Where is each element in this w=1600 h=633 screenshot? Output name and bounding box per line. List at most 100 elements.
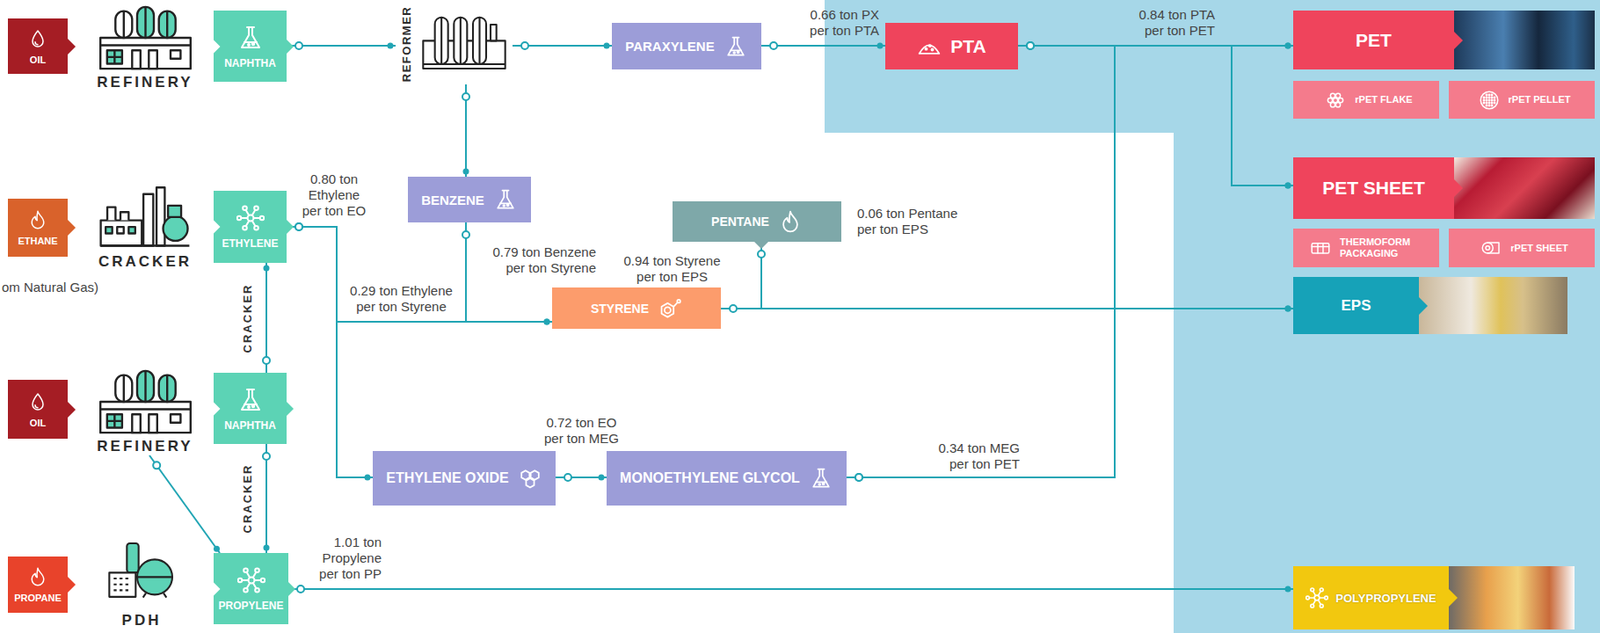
graphic-part — [170, 50, 181, 59]
graphic-part — [818, 483, 821, 486]
start-dot — [262, 452, 270, 460]
variant-box: THERMOFORM PACKAGING — [1293, 228, 1440, 268]
product-label-band: PET — [1293, 10, 1455, 70]
graphic-part — [521, 470, 539, 488]
graphic-part — [1310, 603, 1315, 608]
white-icon — [517, 465, 543, 491]
graphic-part — [1324, 89, 1346, 111]
graphic-part — [35, 41, 38, 44]
flow-connector — [846, 43, 1294, 482]
node-label: rPET SHEET — [1510, 242, 1568, 255]
flow-line — [761, 44, 886, 47]
product-label-band: PET SHEET — [1293, 157, 1455, 219]
white-icon — [27, 28, 49, 50]
flow-label: 0.94 ton Styrene per ton EPS — [617, 253, 728, 285]
graphic-part — [243, 588, 248, 593]
graphic-part — [530, 470, 539, 480]
plant-illustration — [97, 530, 186, 610]
flow-label: 0.34 ton MEG per ton PET — [927, 440, 1020, 473]
graphic-part — [259, 216, 264, 221]
graphic-part — [1336, 93, 1341, 98]
start-dot — [770, 42, 778, 50]
white-icon — [808, 465, 834, 491]
graphic-part — [664, 306, 671, 313]
plant-illustration — [94, 4, 197, 72]
end-dot — [544, 319, 551, 326]
graphic-part — [126, 543, 139, 573]
white-icon — [1305, 586, 1329, 610]
graphic-part — [1488, 94, 1490, 95]
graphic-part — [517, 465, 543, 491]
box-pointer — [67, 38, 76, 55]
node-label: PET SHEET — [1322, 177, 1426, 199]
white-icon — [236, 23, 265, 52]
graphic-part — [676, 298, 681, 303]
node-label: rPET FLAKE — [1354, 94, 1412, 106]
graphic-part — [1490, 96, 1492, 98]
graphic-part — [236, 205, 264, 230]
joint-diamond — [205, 38, 221, 54]
graphic-part — [247, 43, 250, 46]
graphic-part — [502, 204, 505, 207]
end-dot — [263, 545, 270, 552]
graphic-part — [1493, 99, 1495, 101]
graphic-part — [254, 588, 260, 593]
graphic-part — [916, 34, 942, 59]
graphic-part — [27, 391, 49, 413]
feedstock-tag: OIL — [7, 379, 68, 439]
plant-illustration — [94, 368, 197, 436]
graphic-part — [237, 577, 242, 582]
graphic-part — [246, 582, 250, 589]
graphic-part — [1483, 101, 1484, 103]
end-dot — [387, 43, 394, 50]
box-pointer — [1454, 179, 1463, 197]
flow-connector — [462, 84, 470, 177]
flow-connector — [1018, 42, 1294, 190]
graphic-part — [1311, 243, 1330, 254]
flow-label: 1.01 ton Propylene per ton PP — [311, 534, 382, 582]
graphic-part — [243, 567, 248, 573]
graphic-part — [106, 50, 122, 64]
intermediate-box: PARAXYLENE — [611, 22, 762, 70]
graphic-part — [1313, 591, 1317, 597]
graphic-part — [1485, 104, 1487, 106]
box-pointer — [286, 401, 294, 416]
graphic-part — [1490, 94, 1492, 95]
end-dot — [1285, 43, 1292, 50]
graphic-part — [31, 210, 44, 229]
intermediate-box: BENZENE — [407, 176, 531, 223]
graphic-part — [105, 226, 112, 233]
graphic-part — [107, 207, 129, 221]
graphic-part — [101, 187, 190, 246]
graphic-part — [1488, 101, 1490, 103]
graphic-part — [94, 4, 197, 72]
graphic-part — [131, 50, 141, 69]
start-dot — [295, 223, 303, 231]
node-label: PROPANE — [14, 592, 62, 604]
graphic-part — [1490, 101, 1492, 103]
graphic-part — [422, 17, 505, 69]
graphic-part — [131, 414, 141, 433]
start-dot — [462, 93, 470, 101]
graphic-part — [1324, 596, 1329, 600]
graphic-part — [1333, 97, 1339, 102]
graphic-part — [1311, 243, 1330, 254]
graphic-part — [1483, 99, 1484, 101]
graphic-part — [31, 210, 44, 229]
box-pointer — [286, 219, 294, 234]
graphic-part — [1485, 96, 1487, 98]
graphic-part — [101, 244, 190, 247]
flow-connector — [846, 45, 1294, 481]
graphic-part — [100, 7, 191, 46]
graphic-part — [31, 567, 44, 586]
box-pointer — [754, 241, 769, 249]
graphic-part — [109, 572, 136, 597]
intermediate-box: MONOETHYLENE GLYCOL — [606, 450, 847, 506]
graphic-part — [1310, 588, 1315, 592]
product-box: PET SHEET — [1293, 157, 1595, 219]
graphic-part — [251, 404, 254, 407]
plant-illustration — [95, 180, 195, 251]
graphic-part — [236, 203, 265, 233]
white-icon — [493, 187, 518, 212]
start-dot — [855, 473, 863, 481]
